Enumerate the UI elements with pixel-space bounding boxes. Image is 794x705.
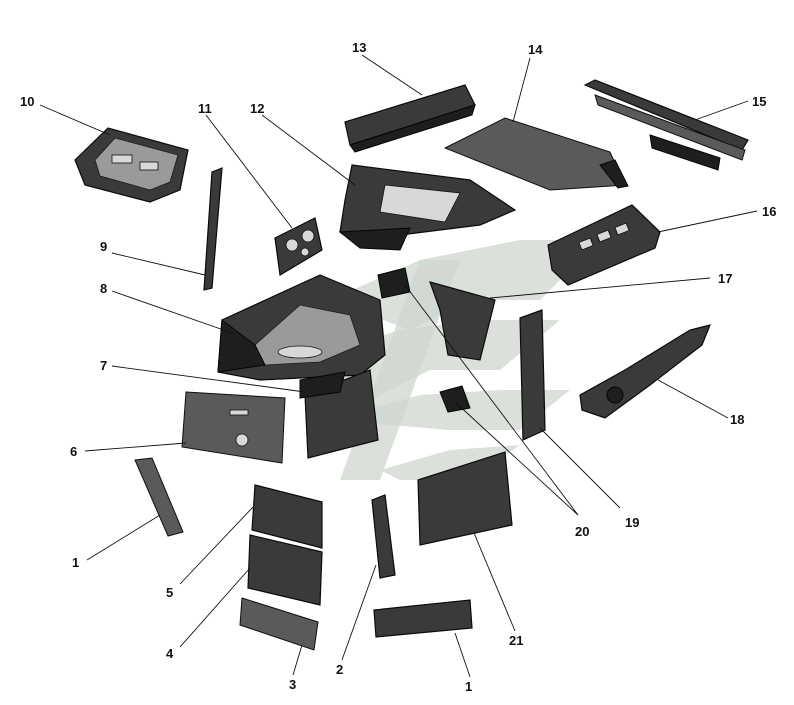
label-11: 11 — [198, 101, 212, 116]
label-12: 12 — [250, 101, 264, 116]
part-3-plate — [239, 597, 319, 651]
label-7: 7 — [100, 358, 107, 373]
part-8-dashboard-frame — [217, 274, 386, 381]
label-6: 6 — [70, 444, 77, 459]
part-7-panel — [299, 369, 379, 459]
part-5-panel — [251, 484, 323, 549]
part-21-panel — [417, 451, 513, 546]
part-20-block — [439, 385, 471, 413]
part-2-strip — [371, 494, 396, 579]
part-19-pillar — [519, 309, 546, 441]
label-8: 8 — [100, 281, 107, 296]
part-4-panel — [247, 534, 323, 606]
part-9-pillar — [203, 167, 223, 291]
label-9: 9 — [100, 239, 107, 254]
part-12-roof-panel — [338, 164, 517, 251]
label-20: 20 — [575, 524, 589, 539]
label-3: 3 — [289, 677, 296, 692]
label-1-left: 1 — [72, 555, 79, 570]
label-18: 18 — [730, 412, 744, 427]
leader-lines — [39, 54, 758, 678]
label-10: 10 — [20, 94, 34, 109]
part-1-plate-bottom — [373, 599, 473, 638]
label-4: 4 — [166, 646, 174, 661]
label-13: 13 — [352, 40, 366, 55]
label-14: 14 — [528, 42, 543, 57]
part-15-rail — [583, 79, 749, 171]
label-17: 17 — [718, 271, 732, 286]
label-16: 16 — [762, 204, 776, 219]
label-2: 2 — [336, 662, 343, 677]
label-19: 19 — [625, 515, 639, 530]
part-16-control-box — [547, 204, 661, 286]
label-5: 5 — [166, 585, 173, 600]
part-14-floor-panel — [443, 117, 629, 191]
callout-labels: 10 11 12 13 14 15 16 17 18 19 20 9 8 7 6… — [20, 40, 776, 694]
part-1-plate-left — [134, 457, 184, 537]
label-15: 15 — [752, 94, 766, 109]
part-11-instrument-panel — [274, 217, 323, 276]
part-13-beam — [344, 84, 476, 153]
label-21: 21 — [509, 633, 523, 648]
label-1-bottom: 1 — [465, 679, 472, 694]
part-18-duct — [579, 324, 711, 419]
part-6-side-panel — [181, 391, 286, 464]
part-10-tray — [74, 127, 189, 203]
